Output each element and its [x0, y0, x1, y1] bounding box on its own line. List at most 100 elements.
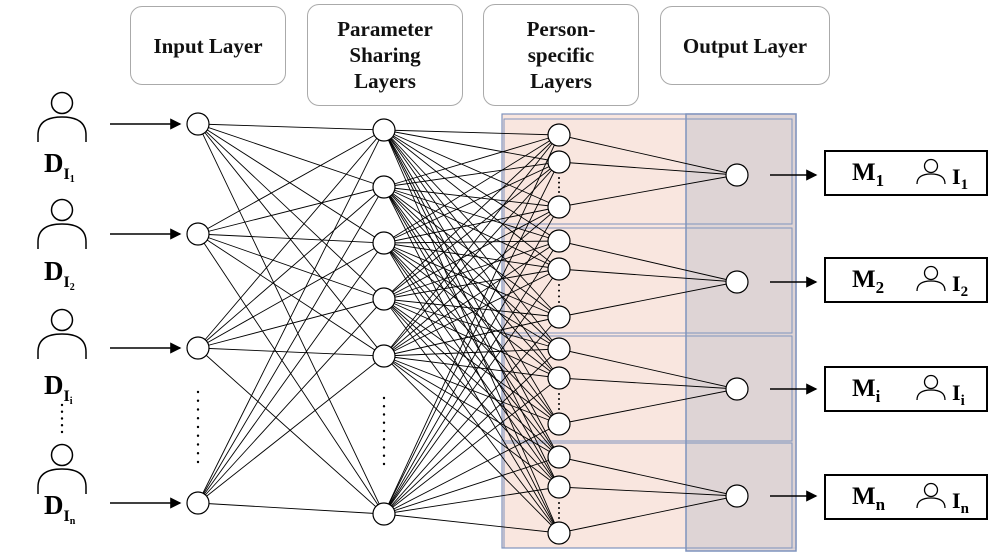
sharing-node	[372, 287, 396, 311]
edge-input-sharing	[197, 129, 385, 504]
edge-input-sharing	[197, 186, 385, 504]
input-ellipsis-dot	[60, 403, 64, 407]
edge-sharing-person	[383, 161, 560, 244]
edge-sharing-person	[383, 134, 560, 357]
person-layer-ellipsis-dot	[558, 284, 560, 286]
input-layer-ellipsis-dot	[196, 417, 200, 420]
input-layer-ellipsis-dot	[196, 390, 200, 394]
person-specific-node	[547, 150, 571, 174]
individual-label: In	[952, 488, 969, 517]
person-layer-ellipsis-dot	[558, 191, 560, 193]
person-head	[50, 308, 74, 332]
header-person-line2: specific	[527, 43, 595, 67]
header-parameter-sharing-layers: Parameter Sharing Layers	[307, 4, 463, 106]
edge-person-output	[558, 456, 738, 497]
edge-sharing-person	[383, 316, 560, 515]
edge-input-sharing	[197, 123, 385, 357]
model-box-1: M1 I1	[824, 150, 988, 196]
edge-sharing-person	[383, 134, 560, 515]
person-head	[50, 91, 74, 115]
person-specific-node	[547, 337, 571, 361]
input-layer-ellipsis-dot	[196, 399, 200, 402]
edge-sharing-person	[383, 129, 560, 379]
input-label-i: DIi	[44, 370, 73, 407]
edge-sharing-person	[383, 161, 560, 188]
edge-person-output	[558, 377, 738, 390]
person-layer-ellipsis-dot	[558, 408, 560, 410]
sharing-node	[372, 344, 396, 368]
network-nodes	[186, 112, 749, 545]
edge-input-sharing	[197, 355, 385, 504]
person-specific-node	[547, 521, 571, 545]
model-label: M1	[852, 159, 885, 190]
edge-sharing-person	[383, 316, 560, 357]
network-edges	[197, 123, 738, 534]
input-label-2: DI2	[44, 256, 75, 293]
edge-sharing-person	[383, 348, 560, 515]
output-node	[725, 270, 749, 294]
person-layer-ellipsis-dot	[558, 181, 560, 184]
edge-person-output	[558, 161, 738, 176]
edge-sharing-person	[383, 242, 560, 425]
model-box-i: Mi Ii	[824, 366, 988, 412]
edge-sharing-person	[383, 242, 560, 458]
edge-sharing-person	[383, 129, 560, 350]
sharing-layer-ellipsis-dot	[382, 446, 386, 449]
person-specific-node	[547, 229, 571, 253]
edge-person-output	[558, 268, 738, 283]
input-node	[186, 222, 210, 246]
edge-sharing-person	[383, 129, 560, 458]
edge-sharing-person	[383, 268, 560, 357]
person-layer-ellipsis-dot	[558, 517, 560, 519]
sharing-node	[372, 502, 396, 526]
edge-input-sharing	[197, 129, 385, 235]
edge-sharing-person	[383, 240, 560, 515]
edge-person-output	[558, 281, 738, 318]
sharing-layer-ellipsis-dot	[382, 421, 386, 424]
edge-sharing-person	[383, 268, 560, 515]
edge-input-sharing	[197, 502, 385, 515]
person-icon	[916, 265, 946, 292]
arrows	[110, 118, 818, 509]
edge-input-sharing	[197, 186, 385, 349]
edge-sharing-person	[383, 298, 560, 318]
edge-person-output	[558, 134, 738, 176]
edge-sharing-person	[383, 423, 560, 515]
edge-input-sharing	[197, 186, 385, 235]
edge-input-sharing	[197, 298, 385, 349]
edge-input-sharing	[197, 242, 385, 349]
person-specific-node	[547, 123, 571, 147]
input-node	[186, 336, 210, 360]
edge-person-output	[558, 174, 738, 208]
person-layer-ellipsis-dot	[558, 507, 560, 509]
edge-person-output	[558, 348, 738, 390]
person-layer-ellipsis-dot	[558, 512, 560, 514]
person-specific-node	[547, 412, 571, 436]
edge-sharing-person	[383, 355, 560, 458]
person-specific-node	[547, 475, 571, 499]
input-node	[186, 112, 210, 136]
edge-input-sharing	[197, 123, 385, 131]
sharing-layer-ellipsis-dot	[382, 462, 386, 466]
edge-input-sharing	[197, 123, 385, 188]
edge-sharing-person	[383, 129, 560, 163]
sharing-layer-ellipsis-dot	[382, 396, 386, 400]
header-sharing-line1: Parameter	[337, 17, 433, 41]
edge-sharing-person	[383, 186, 560, 350]
edge-input-sharing	[197, 123, 385, 515]
model-box-n: Mn In	[824, 474, 988, 520]
model-label: M2	[852, 266, 885, 297]
input-layer-ellipsis-dot	[196, 443, 200, 446]
person-layer-ellipsis-dot	[558, 398, 560, 400]
ellipsis-dots	[60, 177, 560, 519]
person-icon	[916, 374, 946, 401]
person-specific-node	[547, 195, 571, 219]
person-icon	[916, 482, 946, 509]
edge-sharing-person	[383, 355, 560, 379]
edge-sharing-person	[383, 242, 560, 534]
header-person-specific-layers: Person- specific Layers	[483, 4, 639, 106]
input-layer-ellipsis-dot	[196, 452, 200, 455]
edge-sharing-person	[383, 456, 560, 515]
edge-sharing-person	[383, 161, 560, 515]
